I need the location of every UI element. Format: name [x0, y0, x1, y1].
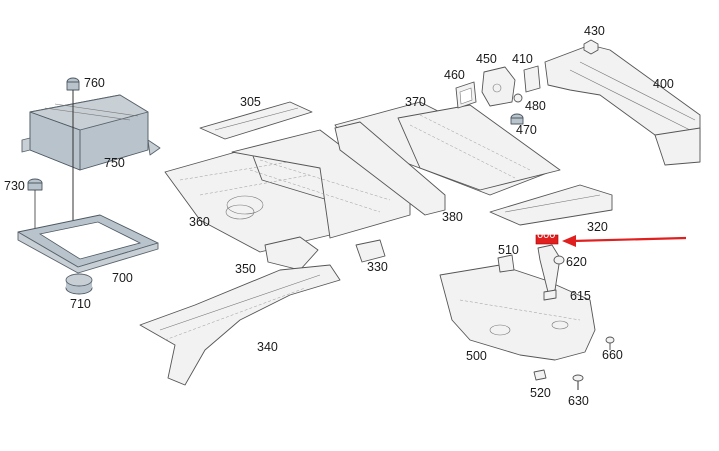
label-620: 620 [566, 255, 587, 269]
label-320: 320 [587, 220, 608, 234]
label-660: 660 [602, 348, 623, 362]
label-630: 630 [568, 394, 589, 408]
part-430-nut[interactable] [583, 39, 599, 55]
highlight-arrow [562, 235, 687, 247]
part-500-underbody-panel[interactable] [439, 264, 596, 361]
label-400: 400 [653, 77, 674, 91]
part-620-clip[interactable] [553, 255, 565, 265]
label-700: 700 [112, 271, 133, 285]
label-730: 730 [4, 179, 25, 193]
part-340-rail[interactable] [139, 264, 341, 386]
part-460-gasket[interactable] [455, 81, 477, 109]
part-360-floor[interactable] [164, 147, 331, 253]
part-480-fastener[interactable] [513, 93, 523, 103]
part-660-bolt[interactable] [605, 336, 615, 350]
part-700-frame[interactable] [17, 214, 159, 274]
label-350: 350 [235, 262, 256, 276]
part-710-pad[interactable] [65, 273, 93, 295]
part-615-clip[interactable] [543, 289, 557, 301]
label-480: 480 [525, 99, 546, 113]
label-450: 450 [476, 52, 497, 66]
label-360: 360 [189, 215, 210, 229]
label-760: 760 [84, 76, 105, 90]
part-630-bolt[interactable] [572, 374, 584, 390]
label-600: 600 [537, 229, 556, 241]
label-340: 340 [257, 340, 278, 354]
part-520-fastener[interactable] [533, 369, 547, 381]
label-370: 370 [405, 95, 426, 109]
part-470-fastener[interactable] [510, 113, 524, 125]
part-320-panel[interactable] [489, 184, 613, 226]
label-410: 410 [512, 52, 533, 66]
part-600-highlight-marker [535, 234, 559, 245]
part-350-bracket[interactable] [264, 236, 319, 271]
label-750: 750 [104, 156, 125, 170]
label-380: 380 [442, 210, 463, 224]
label-305: 305 [240, 95, 261, 109]
part-380-crossmember[interactable] [334, 121, 446, 216]
label-330: 330 [367, 260, 388, 274]
part-410-plate[interactable] [523, 65, 541, 93]
center-floor-section [231, 129, 411, 239]
part-305-panel[interactable] [199, 101, 313, 140]
label-430: 430 [584, 24, 605, 38]
part-330-bracket[interactable] [355, 239, 386, 263]
label-500: 500 [466, 349, 487, 363]
part-400-beam[interactable] [544, 44, 701, 166]
label-615: 615 [570, 289, 591, 303]
label-470: 470 [516, 123, 537, 137]
label-710: 710 [70, 297, 91, 311]
label-510: 510 [498, 243, 519, 257]
label-460: 460 [444, 68, 465, 82]
part-510-bracket[interactable] [497, 254, 515, 273]
label-520: 520 [530, 386, 551, 400]
part-450-bracket[interactable] [481, 66, 516, 107]
part-750-tray[interactable] [21, 94, 161, 171]
